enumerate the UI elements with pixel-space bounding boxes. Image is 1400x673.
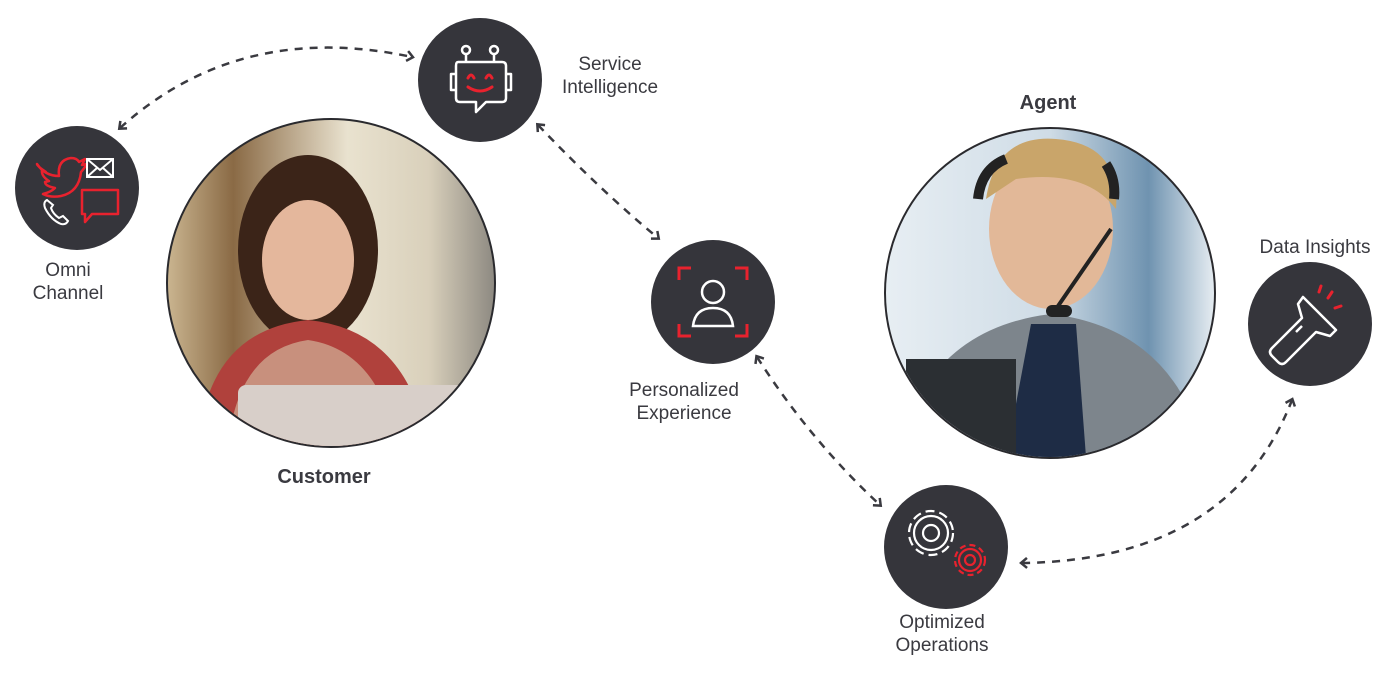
customer-photo: [166, 118, 496, 448]
twitter-icon: [35, 156, 89, 198]
gears-icon: [907, 509, 987, 577]
omni-line1: Omni: [45, 260, 91, 281]
customer-label: Customer: [277, 466, 371, 488]
personalized-line1: Personalized: [629, 380, 739, 401]
connector-service-personalized: [535, 122, 661, 240]
service-line2: Intelligence: [561, 77, 659, 98]
connector-optimized-insights: [1019, 397, 1297, 569]
optimized-line1: Optimized: [899, 612, 985, 633]
personalized-experience-node: [651, 240, 775, 364]
optimized-operations-label: Optimized Operations: [872, 611, 1012, 657]
connector-personalized-optimized: [754, 354, 883, 508]
insights-line1: Data Insights: [1259, 237, 1371, 258]
flashlight-icon: [1268, 284, 1343, 366]
agent-photo: [884, 127, 1216, 459]
omni-line2: Channel: [32, 283, 104, 304]
service-intelligence-label: Service Intelligence: [548, 53, 672, 99]
connector-omni-service: [117, 46, 415, 130]
optimized-line2: Operations: [895, 635, 989, 656]
service-intelligence-node: [418, 18, 542, 142]
robot-chat-icon: [449, 44, 513, 114]
omni-channel-node: [15, 126, 139, 250]
personalized-experience-label: Personalized Experience: [614, 379, 754, 425]
chat-icon: [80, 188, 120, 224]
data-insights-node: [1248, 262, 1372, 386]
user-focus-icon: [677, 266, 749, 338]
agent-label: Agent: [1019, 92, 1077, 114]
phone-icon: [43, 198, 70, 226]
personalized-line2: Experience: [636, 403, 732, 424]
data-insights-label: Data Insights: [1240, 236, 1390, 259]
mail-icon: [86, 158, 114, 178]
optimized-operations-node: [884, 485, 1008, 609]
omni-channel-label: Omni Channel: [8, 259, 128, 305]
service-line1: Service: [578, 54, 642, 75]
